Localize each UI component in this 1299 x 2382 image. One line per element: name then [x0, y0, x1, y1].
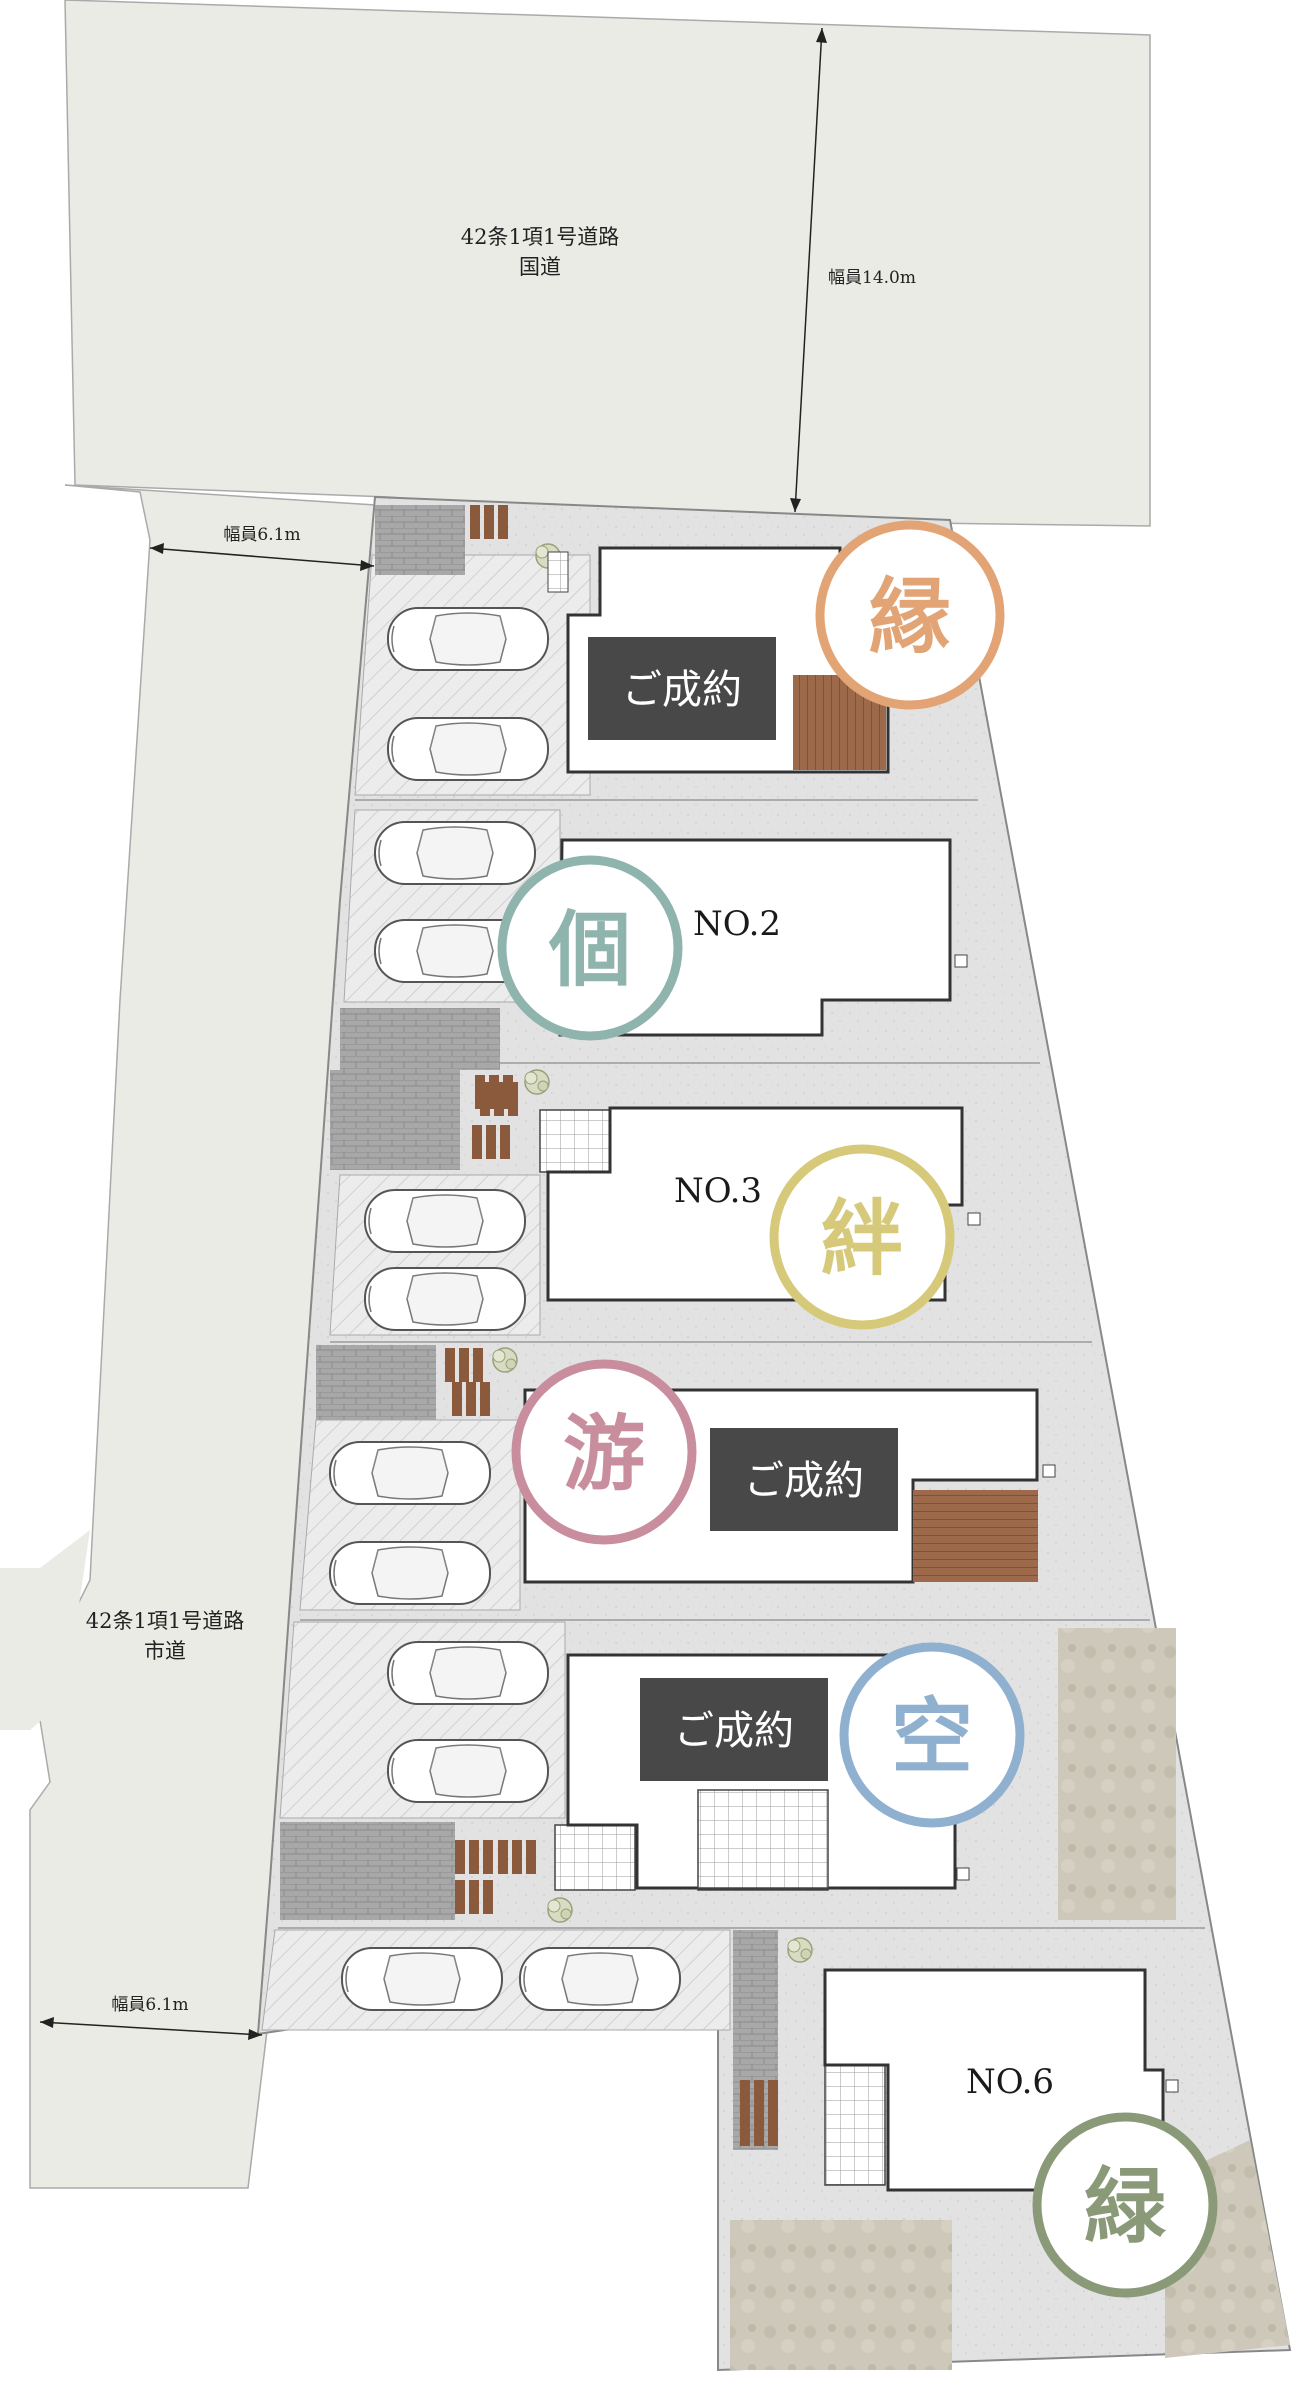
- national-road: [64, 0, 1151, 527]
- city-road-label: 42条1項1号道路: [86, 1609, 244, 1633]
- bench-icon: [480, 1082, 518, 1116]
- lot-emblem-3: [769, 1144, 955, 1330]
- road-width-bottom: 幅員6.1m: [111, 1995, 188, 2015]
- lot-emblem-1-kanji: 縁: [869, 570, 951, 665]
- bench-icon: [455, 1880, 493, 1914]
- arrow-head: [248, 2029, 262, 2040]
- lot-emblem-3-kanji: 絆: [821, 1192, 903, 1287]
- bench-icon: [445, 1348, 483, 1382]
- lot-emblem-4: [511, 1359, 697, 1545]
- bench-icon: [470, 505, 508, 539]
- bench-icon: [740, 2080, 778, 2114]
- lot-emblem-1: [815, 520, 1005, 710]
- lot-number-3: NO.3: [674, 1171, 762, 1211]
- car-icon: [329, 1541, 491, 1605]
- meter-box: [967, 1212, 981, 1226]
- lot-emblem-5: [839, 1642, 1025, 1828]
- road-width-top: 幅員6.1m: [223, 525, 300, 545]
- tree-icon: [524, 1069, 550, 1095]
- car-icon: [387, 1641, 549, 1705]
- tiled-entrance: [697, 1789, 829, 1889]
- brick-path: [316, 1345, 436, 1420]
- tiled-entrance: [547, 551, 569, 593]
- bench-icon: [472, 1125, 510, 1159]
- brick-path: [375, 505, 465, 575]
- dimension-line: [149, 547, 375, 567]
- car-icon: [329, 1441, 491, 1505]
- brick-path: [280, 1822, 455, 1920]
- tree-icon: [547, 1897, 573, 1923]
- car-icon: [519, 1947, 681, 2011]
- national-road-label: 42条1項1号道路: [461, 225, 619, 249]
- national-road-type: 国道: [519, 255, 561, 279]
- city-road-edge: [0, 1530, 90, 1730]
- meter-box: [956, 1867, 970, 1881]
- car-icon: [374, 821, 536, 885]
- lot-emblem-6: [1032, 2112, 1218, 2298]
- lot-emblem-2: [497, 855, 683, 1041]
- lot-number-6: NO.6: [966, 2062, 1054, 2102]
- bench-icon: [455, 1840, 493, 1874]
- car-icon: [341, 1947, 503, 2011]
- dimension-line: [794, 27, 823, 513]
- tree-icon: [787, 1937, 813, 1963]
- car-icon: [364, 1267, 526, 1331]
- car-icon: [364, 1189, 526, 1253]
- meter-box: [1042, 1464, 1056, 1478]
- lot-number-2: NO.2: [693, 904, 781, 944]
- brick-path: [330, 1070, 460, 1170]
- sold-badge: [588, 637, 776, 740]
- bench-icon: [498, 1840, 536, 1874]
- tiled-entrance: [539, 1109, 613, 1173]
- garden-area: [1058, 1628, 1176, 1920]
- lot-emblem-2-kanji: 個: [548, 903, 631, 998]
- sold-badge: [710, 1428, 898, 1531]
- lot-emblem-5-kanji: 空: [891, 1690, 973, 1785]
- sold-label: ご成約: [674, 1708, 794, 1754]
- national-road-width: 幅員14.0m: [828, 268, 916, 288]
- tiled-entrance: [824, 2064, 886, 2186]
- lot-emblem-6-kanji: 緑: [1084, 2160, 1167, 2255]
- tiled-entrance: [554, 1824, 636, 1891]
- car-icon: [387, 1739, 549, 1803]
- sold-label: ご成約: [744, 1458, 864, 1504]
- arrow-head: [816, 28, 827, 43]
- car-icon: [387, 717, 549, 781]
- sold-badge: [640, 1678, 828, 1781]
- bench-icon: [740, 2112, 778, 2146]
- arrow-head: [790, 498, 801, 512]
- tree-icon: [492, 1347, 518, 1373]
- brick-path: [340, 1008, 500, 1070]
- city-road-type: 市道: [144, 1639, 186, 1663]
- garden-area: [730, 2220, 952, 2370]
- sold-label: ご成約: [622, 667, 742, 713]
- arrow-head: [360, 560, 374, 571]
- meter-box: [954, 954, 968, 968]
- car-icon: [387, 607, 549, 671]
- lot-emblem-4-kanji: 游: [563, 1407, 645, 1502]
- bench-icon: [452, 1382, 490, 1416]
- meter-box: [1165, 2079, 1179, 2093]
- arrow-head: [150, 543, 164, 554]
- wood-deck: [913, 1490, 1038, 1582]
- arrow-head: [40, 2017, 54, 2028]
- dimension-line: [39, 2021, 263, 2036]
